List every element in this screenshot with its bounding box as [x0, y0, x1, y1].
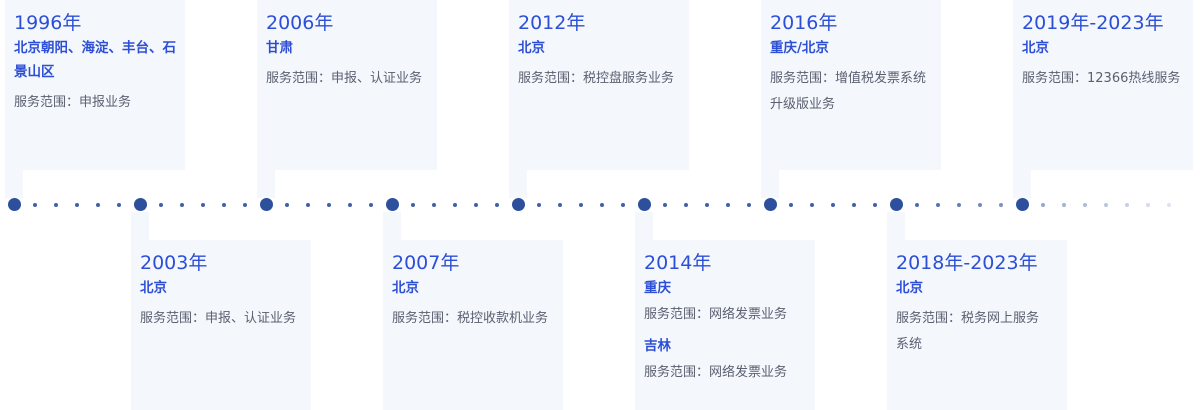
- timeline-card-2003: 2003年 北京 服务范围：申报、认证业务: [131, 212, 311, 410]
- timeline-dot: [327, 202, 331, 207]
- event-location: 北京: [518, 40, 545, 56]
- timeline-dot: [579, 202, 583, 207]
- timeline-node: [1015, 198, 1029, 211]
- timeline-dot: [180, 202, 184, 207]
- timeline-dot: [663, 202, 667, 207]
- event-location: 重庆/北京: [770, 40, 829, 56]
- timeline-dot: [600, 202, 604, 207]
- timeline-dot: [705, 202, 709, 207]
- event-service: 服务范围：增值税发票系统升级版业务: [770, 71, 927, 112]
- timeline-dot: [873, 202, 877, 207]
- timeline-dot: [1062, 202, 1066, 207]
- timeline-node: [763, 198, 777, 211]
- event-service: 服务范围：税控收款机业务: [392, 311, 549, 326]
- timeline-dot: [1083, 202, 1087, 207]
- timeline-dot: [789, 202, 793, 207]
- event-year: 2016年: [770, 12, 838, 34]
- timeline-node: [133, 198, 147, 211]
- event-year: 1996年: [14, 12, 82, 34]
- event-service: 服务范围：申报、认证业务: [266, 71, 423, 86]
- event-year: 2018年-2023年: [896, 252, 1038, 274]
- timeline-dot: [747, 202, 751, 207]
- timeline-dot: [474, 202, 478, 207]
- timeline-dot: [726, 202, 730, 207]
- event-year: 2014年: [644, 252, 712, 274]
- timeline-card-2019-2023: 2019年-2023年 北京 服务范围：12366热线服务: [1013, 0, 1193, 198]
- timeline-dot: [1125, 202, 1129, 207]
- timeline-node: [511, 198, 525, 211]
- timeline-card-2012: 2012年 北京 服务范围：税控盘服务业务: [509, 0, 689, 198]
- event-location: 北京: [140, 280, 167, 296]
- timeline-dot: [831, 202, 835, 207]
- timeline-dot: [369, 202, 373, 207]
- event-location: 甘肃: [266, 40, 293, 56]
- timeline-dot: [558, 202, 562, 207]
- timeline-dot: [537, 202, 541, 207]
- event-year: 2012年: [518, 12, 586, 34]
- timeline-dot: [915, 202, 919, 207]
- timeline-card-2006: 2006年 甘肃 服务范围：申报、认证业务: [257, 0, 437, 198]
- timeline-dot: [1104, 202, 1108, 207]
- timeline-dot: [936, 202, 940, 207]
- timeline-dot: [495, 202, 499, 207]
- timeline-dot: [54, 202, 58, 207]
- timeline-card-2016: 2016年 重庆/北京 服务范围：增值税发票系统升级版业务: [761, 0, 941, 198]
- timeline-dot: [201, 202, 205, 207]
- event-service-secondary: 服务范围：网络发票业务: [644, 365, 788, 380]
- timeline-dot: [1146, 202, 1150, 207]
- timeline-node: [259, 198, 273, 211]
- timeline-dot: [978, 202, 982, 207]
- timeline-dot: [684, 202, 688, 207]
- timeline-dot: [243, 202, 247, 207]
- timeline-dot: [1167, 202, 1171, 207]
- event-location: 重庆: [644, 280, 671, 296]
- timeline-node: [889, 198, 903, 211]
- timeline-node: [385, 198, 399, 211]
- timeline-dot: [222, 202, 226, 207]
- timeline-dot: [306, 202, 310, 207]
- timeline-dot: [96, 202, 100, 207]
- event-location: 北京: [1022, 40, 1049, 56]
- event-service: 服务范围：申报业务: [14, 95, 132, 110]
- timeline-card-2007: 2007年 北京 服务范围：税控收款机业务: [383, 212, 563, 410]
- timeline-dot: [432, 202, 436, 207]
- timeline-dot: [453, 202, 457, 207]
- event-service: 服务范围：税控盘服务业务: [518, 71, 675, 86]
- event-location-secondary: 吉林: [644, 338, 671, 354]
- timeline-card-1996: 1996年 北京朝阳、海淀、丰台、石景山区 服务范围：申报业务: [5, 0, 185, 198]
- timeline-dot: [75, 202, 79, 207]
- timeline-dot: [810, 202, 814, 207]
- event-location: 北京朝阳、海淀、丰台、石景山区: [14, 40, 176, 80]
- timeline-dot: [159, 202, 163, 207]
- event-year: 2019年-2023年: [1022, 12, 1164, 34]
- event-service: 服务范围：税务网上服务系统: [896, 311, 1040, 352]
- event-year: 2006年: [266, 12, 334, 34]
- timeline-card-2018-2023: 2018年-2023年 北京 服务范围：税务网上服务系统: [887, 212, 1067, 410]
- event-year: 2007年: [392, 252, 460, 274]
- timeline-dot: [285, 202, 289, 207]
- timeline-node: [637, 198, 651, 211]
- timeline-dot: [1041, 202, 1045, 207]
- timeline-dot: [852, 202, 856, 207]
- timeline-node: [7, 198, 21, 211]
- event-location: 北京: [896, 280, 923, 296]
- timeline-dot: [411, 202, 415, 207]
- timeline-dot: [999, 202, 1003, 207]
- timeline-dot: [621, 202, 625, 207]
- timeline-dot: [957, 202, 961, 207]
- event-service: 服务范围：申报、认证业务: [140, 311, 297, 326]
- timeline-dot: [348, 202, 352, 207]
- event-location: 北京: [392, 280, 419, 296]
- event-year: 2003年: [140, 252, 208, 274]
- timeline-dot: [33, 202, 37, 207]
- event-service: 服务范围：12366热线服务: [1022, 71, 1181, 86]
- event-service: 服务范围：网络发票业务: [644, 307, 788, 322]
- timeline-card-2014: 2014年 重庆 服务范围：网络发票业务 吉林 服务范围：网络发票业务: [635, 212, 815, 410]
- timeline-dot: [117, 202, 121, 207]
